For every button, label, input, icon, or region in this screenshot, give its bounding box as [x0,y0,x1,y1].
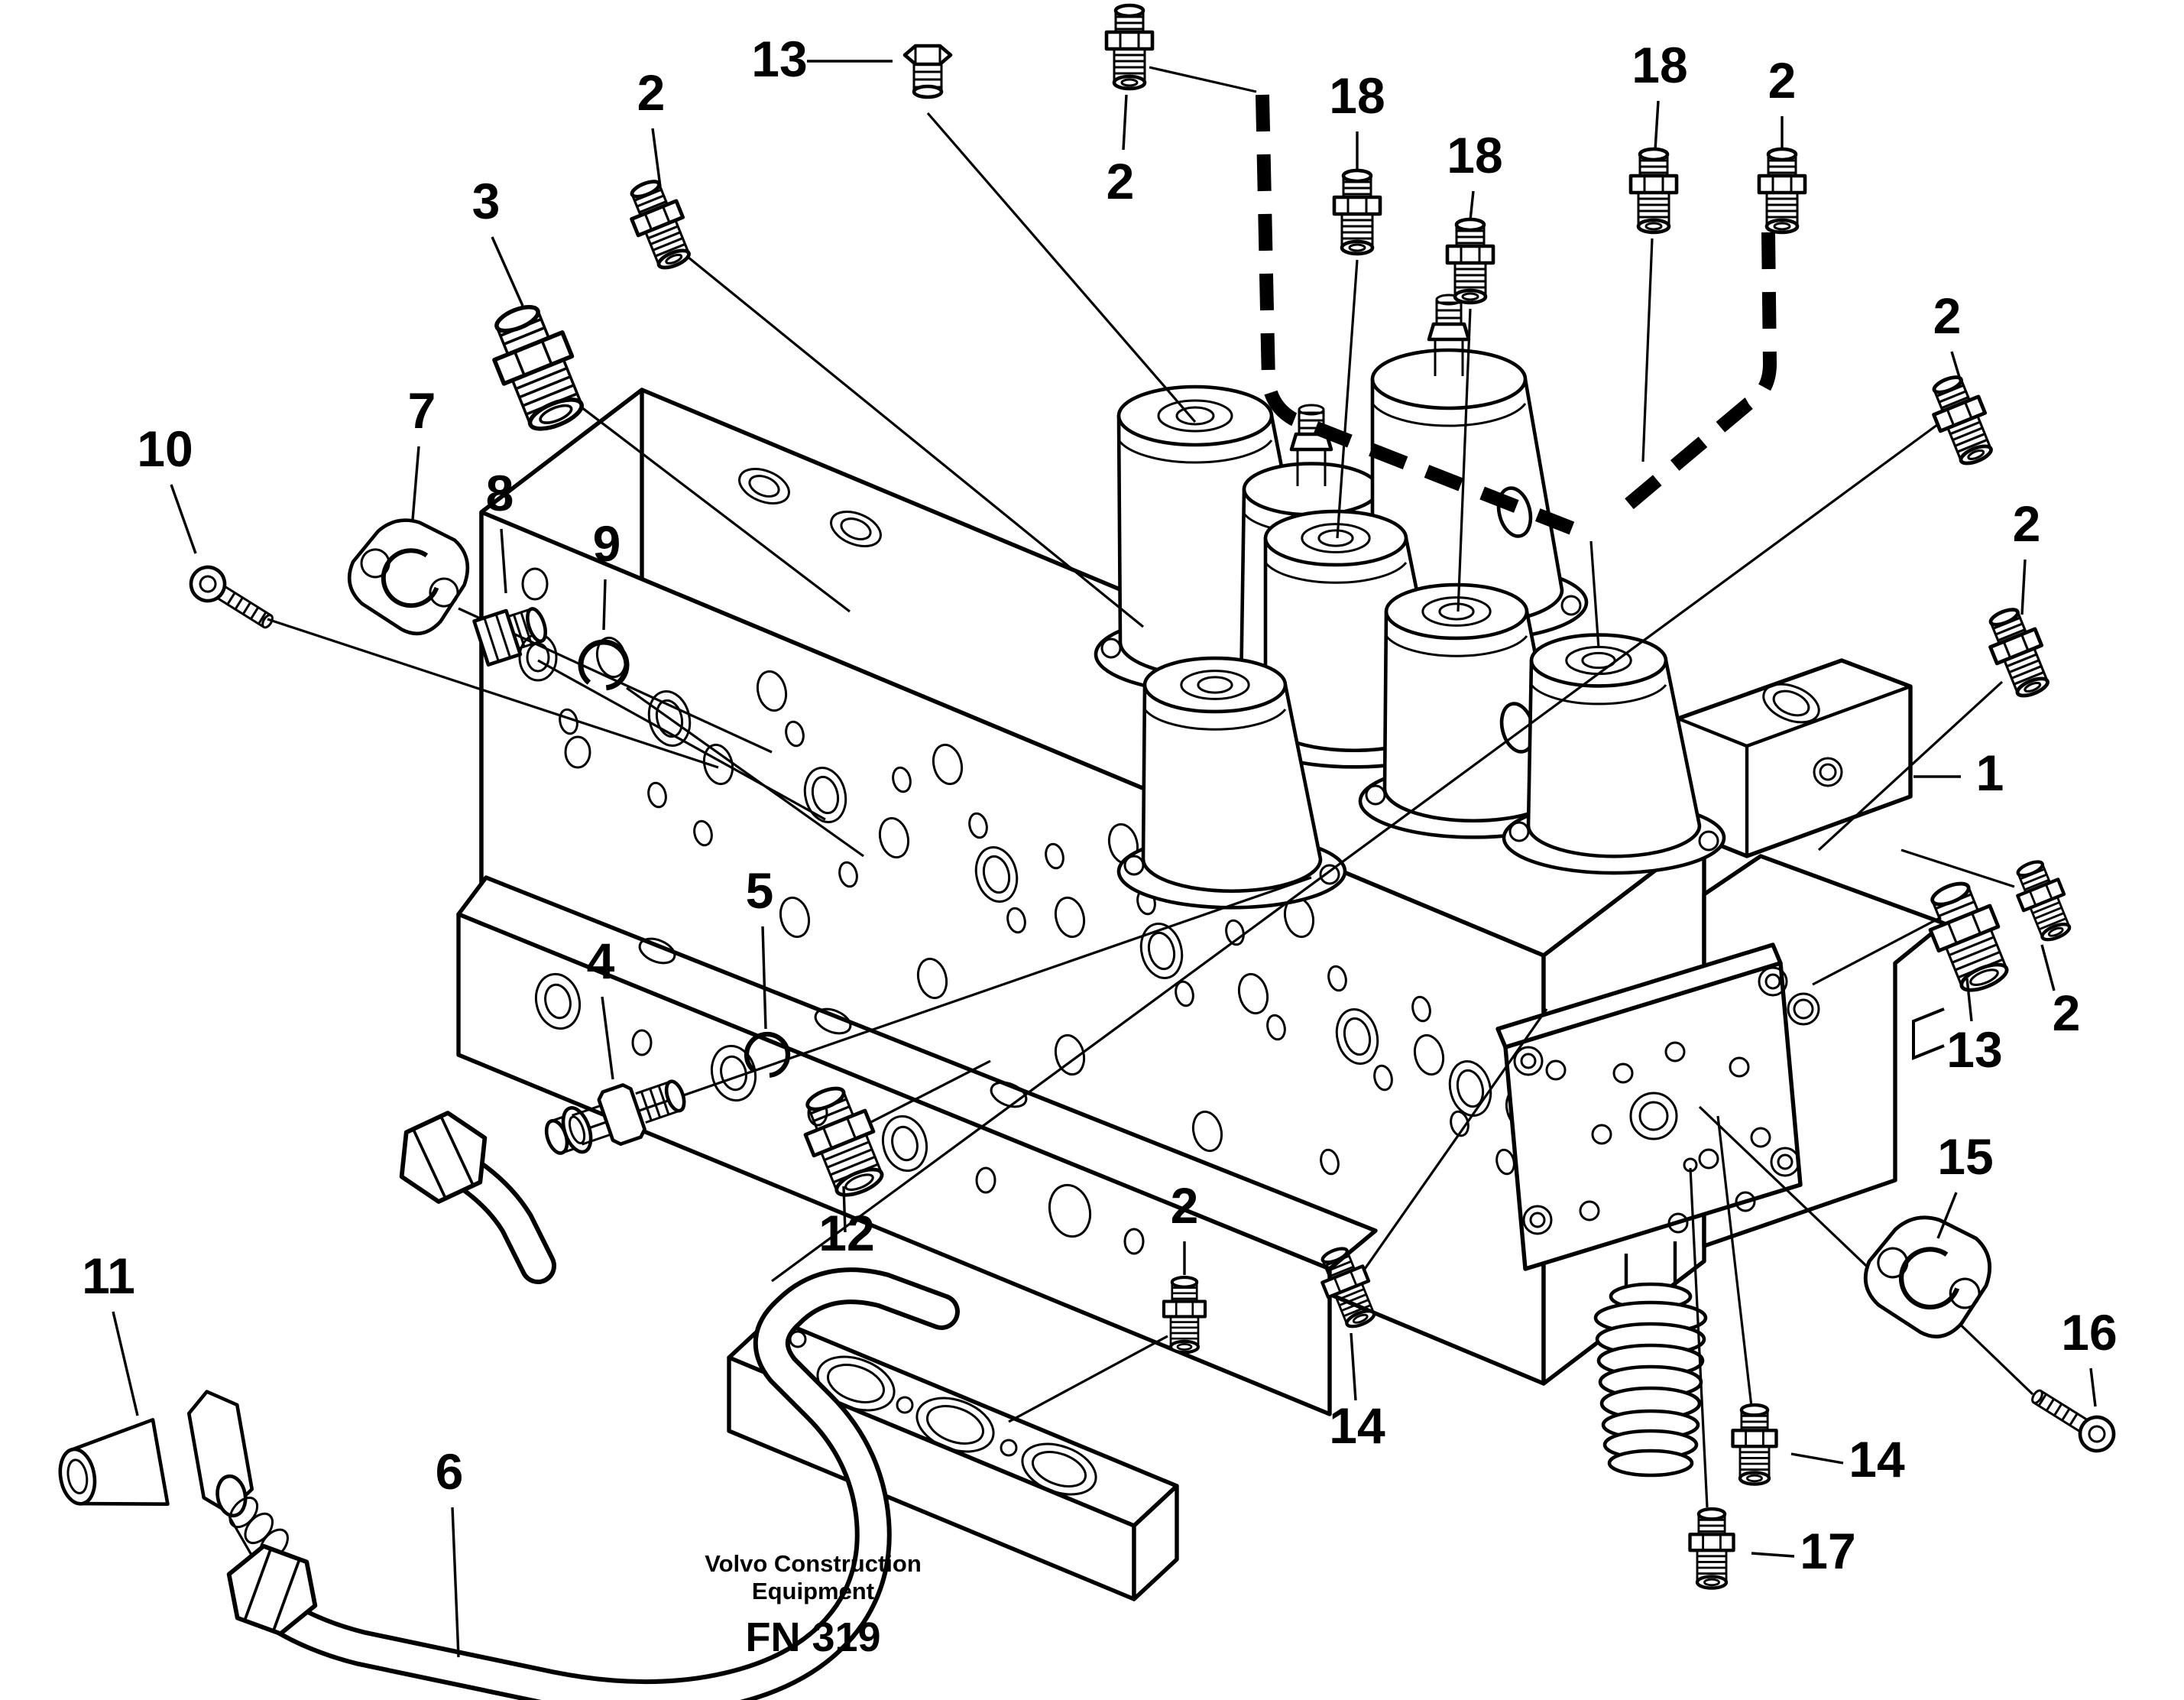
leader-line [451,1507,460,1658]
o-ring-9 [578,639,630,691]
hose-nipple [1593,1241,1708,1478]
callout-label-18: 18 [1329,67,1385,124]
callout-label-14: 14 [1329,1397,1385,1454]
callout-label-2: 2 [1171,1177,1199,1234]
callout-label-15: 15 [1937,1128,1993,1185]
callout-label-8: 8 [486,465,514,521]
callout-label-9: 9 [593,515,621,572]
leader-line [170,484,197,554]
callout-label-3: 3 [472,173,501,229]
callout-label-17: 17 [1800,1523,1855,1579]
leader-line [761,926,767,1030]
fitting-2-top-middle [1104,3,1155,91]
fitting-12 [803,1086,884,1197]
leader-line [2020,559,2027,615]
fitting-2-top-left [630,180,691,270]
leader-line [112,1311,139,1416]
fitting-2-right-3 [2016,860,2072,942]
leader-line [1122,94,1128,151]
leader-line [411,446,420,521]
tee-11 [58,1390,289,1560]
fitting-3 [492,304,584,431]
leader-line [602,579,607,631]
fitting-2-bottom [1162,1276,1207,1354]
leader-line [1654,100,1660,151]
callout-label-2: 2 [1768,52,1797,109]
aux-manifold-bar [456,875,1378,1416]
callout-label-18: 18 [1447,127,1502,183]
leader-line [1469,190,1475,221]
leader-line [491,236,524,307]
fitting-2-top-right [1757,147,1807,235]
leader-line [842,1186,847,1233]
fitting-17 [1688,1507,1735,1590]
plug-8 [472,607,548,667]
callout-label-11: 11 [82,1247,135,1304]
fitting-18-a [1332,168,1382,256]
callout-label-13: 13 [751,31,807,87]
fitting-2-right-1 [1932,375,1993,466]
leader-line [1950,351,1962,383]
callout-label-4: 4 [587,933,615,989]
brand-line-1: Volvo Construction [705,1550,922,1577]
callout-label-2: 2 [1107,153,1135,209]
plug-13-top [902,44,953,99]
callout-label-18: 18 [1632,37,1687,93]
callout-label-14: 14 [1849,1431,1905,1488]
fitting-2-right-2 [1988,608,2050,698]
leader-line [1350,1332,1357,1401]
callout-label-6: 6 [436,1443,464,1500]
tube-nut-lower [226,1543,318,1637]
right-adapter-block [1495,942,1803,1478]
callout-label-7: 7 [408,382,436,439]
leader-line [500,528,507,594]
loose-parts [58,3,2116,1637]
leader-line [1965,978,1973,1022]
connector-4 [544,1079,686,1155]
callout-label-2: 2 [2053,985,2081,1041]
tube-nut-upper [399,1111,488,1204]
leader-line [1936,1192,1958,1239]
bolt-10 [189,565,274,629]
fitting-14-right [1731,1403,1778,1486]
bolt-16 [2031,1389,2116,1453]
fitting-14-left [1320,1247,1376,1329]
callout-label-13: 13 [1946,1021,2002,1078]
callout-label-2: 2 [637,64,666,121]
fitting-18-b [1445,217,1495,305]
callout-label-1: 1 [1976,745,2004,801]
relief-valve-cap-7 [1116,656,1347,910]
aux-bar-ports [534,937,1145,1255]
callout-label-2: 2 [1933,287,1962,344]
callout-label-10: 10 [137,420,193,477]
leader-line [2089,1367,2097,1407]
fitting-13-right [1928,881,2009,992]
callout-label-2: 2 [2013,495,2041,552]
flange-15 [1863,1215,1992,1338]
leader-line [1790,1452,1844,1465]
fitting-18-c [1628,147,1679,235]
adapter-block-screws [1513,966,1800,1235]
relief-valve-caps [1094,294,1726,910]
leader-line [2040,944,2056,991]
leader-line [651,128,662,187]
callouts: 13 2 3 7 10 8 9 2 18 18 18 2 2 2 1 13 2 15 16 14 17 14 2 12 4 5 11… [82,31,2118,1658]
dashed-hose-routes [1149,66,1777,649]
flange-7 [347,518,470,636]
brand-line-2: Equipment [752,1578,874,1604]
leader-line [601,996,614,1080]
leader-line [1751,1552,1795,1558]
adapter-block-ports [1545,1041,1771,1234]
callout-label-12: 12 [818,1205,874,1261]
callout-label-16: 16 [2061,1304,2117,1361]
callout-label-5: 5 [746,862,774,919]
title-block: Volvo Construction Equipment FN 319 [705,1550,922,1660]
cover-plate-ports [789,1330,1097,1496]
figure-code: FN 319 [745,1614,880,1660]
